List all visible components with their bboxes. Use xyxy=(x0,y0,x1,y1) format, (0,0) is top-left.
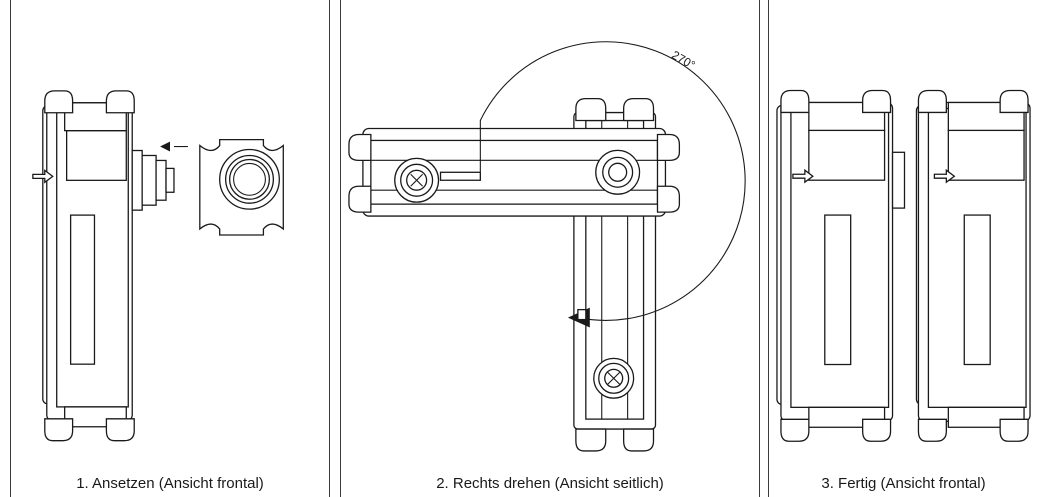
step-2-panel: 270° 2. Rechts drehen (Ansicht seitlich) xyxy=(340,0,760,497)
step-2-illustration: 270° xyxy=(348,41,746,452)
radio-device-left xyxy=(776,89,906,442)
rotation-arrow xyxy=(479,41,746,328)
step-3-illustration xyxy=(776,89,1031,442)
step-3-caption: 3. Fertig (Ansicht frontal) xyxy=(821,475,986,492)
rotation-angle-label: 270° xyxy=(669,48,698,73)
radio-device-right xyxy=(915,89,1031,442)
radio-device-front xyxy=(32,90,175,442)
step-2-caption: 2. Rechts drehen (Ansicht seitlich) xyxy=(436,475,664,492)
step-3-panel: 3. Fertig (Ansicht frontal) xyxy=(768,0,1038,497)
step-1-caption: 1. Ansetzen (Ansicht frontal) xyxy=(76,475,264,492)
step-1-illustration xyxy=(32,90,284,442)
step-1-panel: 1. Ansetzen (Ansicht frontal) xyxy=(10,0,330,497)
radio-device-horizontal xyxy=(348,127,681,217)
adapter-front xyxy=(199,138,284,236)
insert-direction-arrow xyxy=(160,141,188,152)
